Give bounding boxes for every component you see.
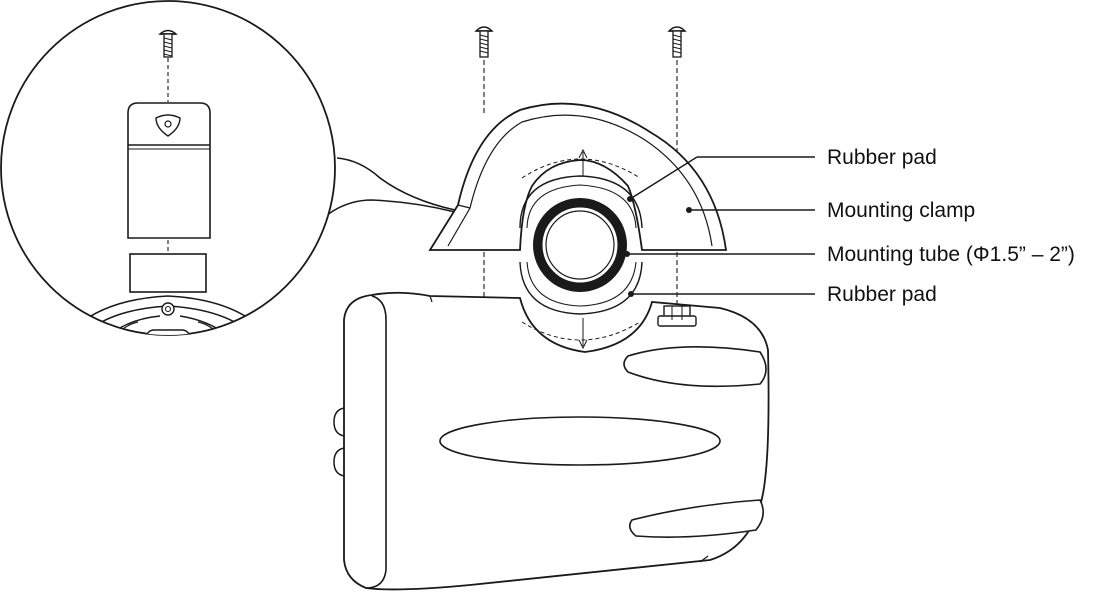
label-rubber-pad-bottom: Rubber pad <box>827 283 937 306</box>
label-rubber-pad-top: Rubber pad <box>827 146 937 169</box>
rubber-pad-top <box>519 175 643 229</box>
magnifier-connector-upper <box>336 157 456 211</box>
screw-left <box>474 26 494 58</box>
rubber-pad-bottom <box>519 261 643 315</box>
leader-rubber-pad-bottom <box>628 291 815 297</box>
mounting-clamp <box>428 102 728 251</box>
label-mounting-clamp: Mounting clamp <box>827 199 976 222</box>
tube-size-indicator <box>521 148 641 350</box>
leader-mounting-clamp <box>686 207 815 213</box>
mount-knob <box>657 305 697 327</box>
speaker-housing <box>333 291 770 591</box>
leader-rubber-pad-top <box>627 156 815 202</box>
label-mounting-tube: Mounting tube (Φ1.5” – 2”) <box>827 243 1075 266</box>
detail-magnifier <box>0 0 456 336</box>
detail-screw <box>158 29 178 58</box>
screw-right <box>667 26 687 58</box>
mounting-tube <box>533 198 627 292</box>
detail-clamp <box>127 102 211 239</box>
leader-mounting-tube <box>624 251 815 257</box>
